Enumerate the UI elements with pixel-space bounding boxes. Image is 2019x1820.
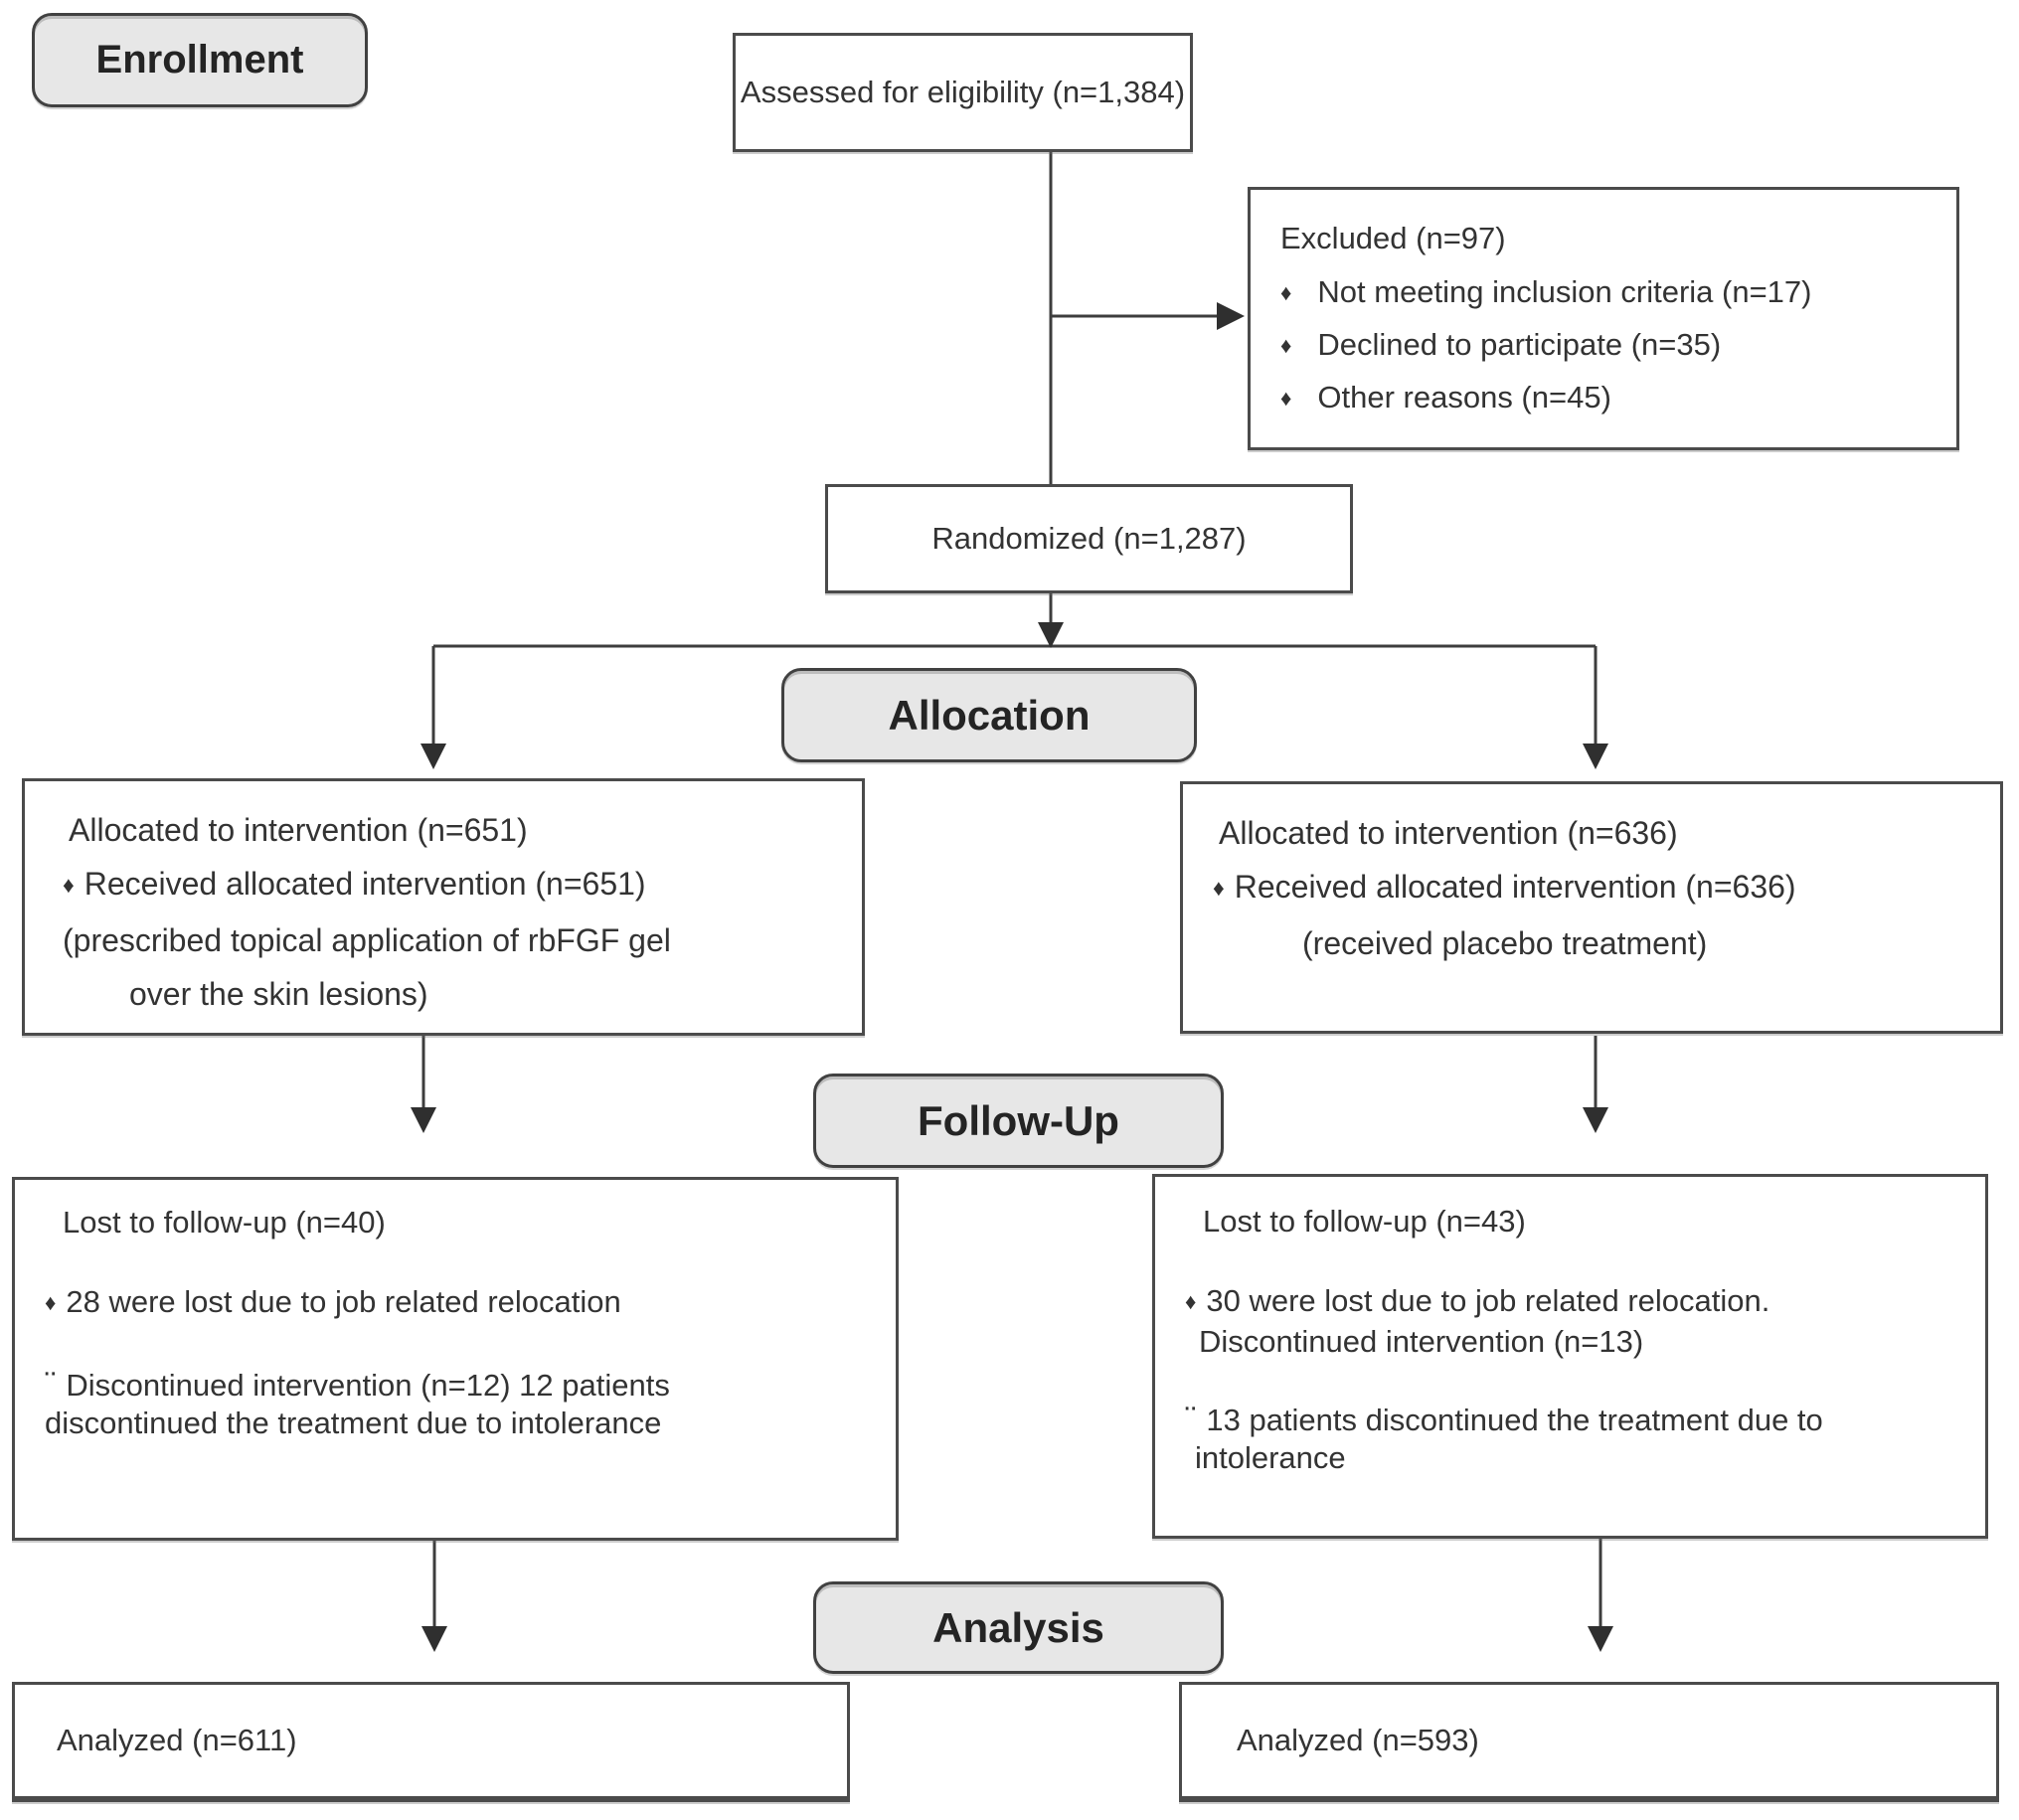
- stage-label-analysis-text: Analysis: [932, 1603, 1104, 1651]
- arrowhead-left-followup: [411, 1107, 436, 1133]
- stage-label-enrollment: Enrollment: [32, 13, 368, 107]
- diamond-bullet-icon: ♦: [45, 1290, 57, 1315]
- analyzed-right-box: Analyzed (n=593): [1179, 1682, 1999, 1802]
- alloc-left-line2: ♦Received allocated intervention (n=651): [63, 857, 852, 913]
- diamond-bullet-icon: ♦: [1280, 333, 1292, 358]
- randomized-box: Randomized (n=1,287): [825, 484, 1353, 593]
- analyzed-right-text: Analyzed (n=593): [1237, 1723, 1479, 1757]
- diamond-bullet-icon: ♦: [1185, 1289, 1197, 1314]
- excluded-item: ♦Other reasons (n=45): [1280, 373, 1936, 425]
- arrowhead-left-analysis: [421, 1626, 447, 1652]
- alloc-right-line2: ♦Received allocated intervention (n=636): [1213, 860, 1990, 916]
- arrowhead-randomized-down: [1038, 622, 1064, 648]
- arrowhead-right-analysis: [1588, 1626, 1613, 1652]
- arrowhead-right-followup: [1583, 1107, 1608, 1133]
- arrowhead-right-allocation: [1583, 744, 1608, 769]
- dots-bullet-icon: ¨: [45, 1366, 57, 1404]
- assessed-eligibility-box: Assessed for eligibility (n=1,384): [733, 33, 1193, 152]
- fu-left-bullet1: ♦28 were lost due to job related relocat…: [45, 1283, 886, 1324]
- arrowhead-to-excluded: [1217, 302, 1245, 330]
- analyzed-left-text: Analyzed (n=611): [57, 1723, 297, 1757]
- fu-right-title: Lost to follow-up (n=43): [1203, 1204, 1526, 1239]
- alloc-left-line3: (prescribed topical application of rbFGF…: [63, 922, 671, 958]
- diamond-bullet-icon: ♦: [63, 872, 75, 898]
- stage-label-allocation: Allocation: [781, 668, 1197, 762]
- stage-label-analysis: Analysis: [813, 1581, 1224, 1674]
- randomized-text: Randomized (n=1,287): [931, 521, 1247, 556]
- excluded-item: ♦Not meeting inclusion criteria (n=17): [1280, 267, 1936, 320]
- fu-right-bullet2-line1: ¨13 patients discontinued the treatment …: [1185, 1401, 1823, 1438]
- alloc-left-line1: Allocated to intervention (n=651): [69, 812, 528, 848]
- fu-left-bullet2-line2: discontinued the treatment due to intole…: [45, 1406, 662, 1440]
- stage-label-followup: Follow-Up: [813, 1074, 1224, 1168]
- lost-followup-left-box: Lost to follow-up (n=40) ♦28 were lost d…: [12, 1177, 899, 1541]
- analyzed-left-box: Analyzed (n=611): [12, 1682, 850, 1802]
- excluded-title: Excluded (n=97): [1280, 221, 1506, 255]
- lost-followup-right-box: Lost to follow-up (n=43) ♦30 were lost d…: [1152, 1174, 1988, 1539]
- fu-right-bullet1-line1: ♦30 were lost due to job related relocat…: [1185, 1282, 1975, 1323]
- fu-right-bullet2-line2: intolerance: [1195, 1440, 1346, 1475]
- fu-right-bullet1-line2: Discontinued intervention (n=13): [1199, 1324, 1644, 1359]
- diamond-bullet-icon: ♦: [1213, 875, 1225, 901]
- excluded-box: Excluded (n=97) ♦Not meeting inclusion c…: [1248, 187, 1959, 450]
- stage-label-allocation-text: Allocation: [888, 691, 1091, 739]
- fu-left-title: Lost to follow-up (n=40): [63, 1205, 386, 1240]
- stage-label-followup-text: Follow-Up: [918, 1096, 1119, 1144]
- stage-label-enrollment-text: Enrollment: [95, 38, 304, 82]
- assessed-eligibility-text: Assessed for eligibility (n=1,384): [740, 75, 1186, 109]
- diamond-bullet-icon: ♦: [1280, 386, 1292, 411]
- alloc-right-line1: Allocated to intervention (n=636): [1219, 815, 1678, 851]
- alloc-left-line4: over the skin lesions): [129, 976, 428, 1012]
- diamond-bullet-icon: ♦: [1280, 280, 1292, 305]
- excluded-item: ♦Declined to participate (n=35): [1280, 320, 1936, 373]
- allocated-intervention-left-box: Allocated to intervention (n=651) ♦Recei…: [22, 778, 865, 1036]
- alloc-right-line3: (received placebo treatment): [1302, 925, 1708, 961]
- dots-bullet-icon: ¨: [1185, 1401, 1197, 1438]
- fu-left-bullet2-line1: ¨Discontinued intervention (n=12) 12 pat…: [45, 1366, 670, 1404]
- arrowhead-left-allocation: [421, 744, 446, 769]
- allocated-intervention-right-box: Allocated to intervention (n=636) ♦Recei…: [1180, 781, 2003, 1034]
